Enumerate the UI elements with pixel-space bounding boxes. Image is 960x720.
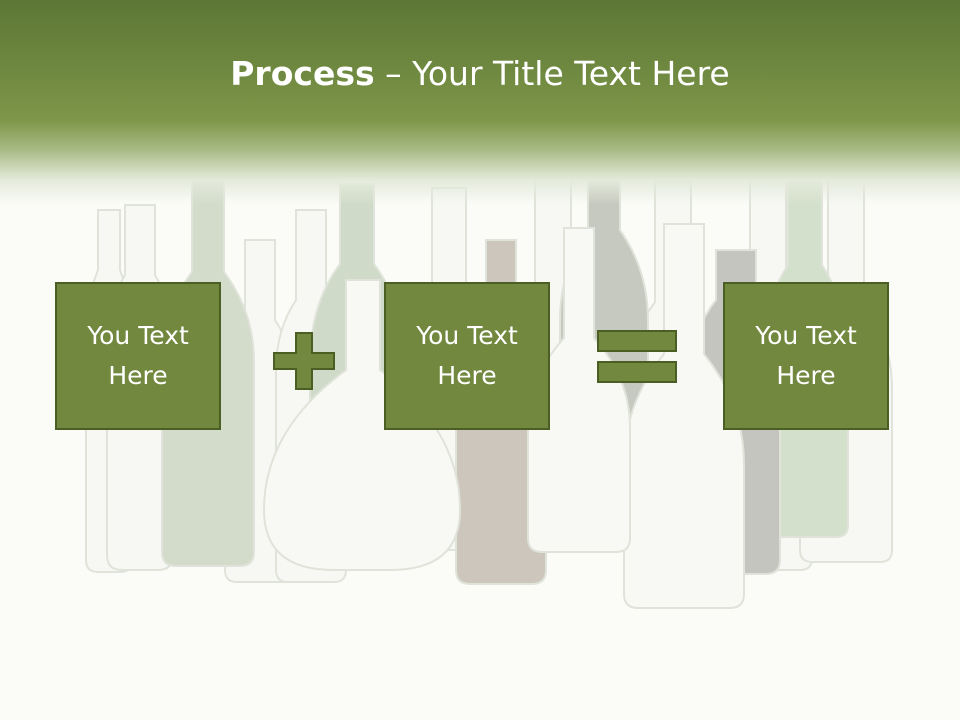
equals-icon	[597, 330, 677, 383]
process-box-3-text: You Text Here	[755, 321, 857, 390]
process-box-1-text: You Text Here	[87, 321, 189, 390]
slide-title[interactable]: Process – Your Title Text Here	[0, 52, 960, 96]
process-box-1[interactable]: You Text Here	[55, 282, 221, 430]
plus-icon	[273, 332, 335, 390]
process-box-2-text: You Text Here	[416, 321, 518, 390]
process-box-3[interactable]: You Text Here	[723, 282, 889, 430]
process-box-2[interactable]: You Text Here	[384, 282, 550, 430]
title-rest: – Your Title Text Here	[374, 54, 730, 93]
title-bold: Process	[230, 54, 375, 93]
header-band	[0, 0, 960, 205]
